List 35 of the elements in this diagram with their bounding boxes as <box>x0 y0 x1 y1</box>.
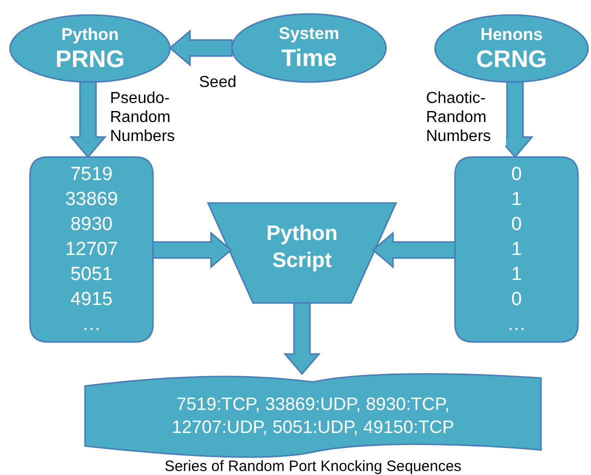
number-list-box <box>30 157 153 342</box>
list-number: 0 <box>511 213 522 237</box>
caption-text: Series of Random Port Knocking Sequences <box>164 458 462 475</box>
block-arrow <box>168 29 233 67</box>
list-number: 33869 <box>65 188 118 212</box>
sequence-text: 7519:TCP, 33869:UDP, 8930:TCP, 12707:UDP, 5051:UDP, 49150:TCP <box>170 393 456 439</box>
node-label: PRNG <box>55 46 125 74</box>
block-arrow <box>152 231 232 269</box>
node-label: CRNG <box>476 46 547 74</box>
list-number: 1 <box>511 188 522 212</box>
list-number: 5051 <box>70 263 113 287</box>
list-number: 0 <box>511 288 522 312</box>
list-number: 1 <box>511 263 522 287</box>
list-number: … <box>82 313 101 337</box>
ellipse-node <box>435 15 588 82</box>
block-arrow <box>69 81 107 158</box>
node-label: Henons <box>480 24 543 46</box>
list-number: 7519 <box>70 163 113 187</box>
ellipse-node <box>10 15 170 82</box>
list-number: 4915 <box>70 288 113 312</box>
node-label: Time <box>281 45 337 73</box>
wave-banner <box>85 374 541 458</box>
node-label: Python <box>61 24 119 46</box>
block-arrow <box>372 231 456 269</box>
list-number: … <box>507 313 526 337</box>
trapezoid-node <box>208 203 396 303</box>
list-number: 0 <box>511 163 522 187</box>
list-number: 1 <box>511 238 522 262</box>
node-label: Python Script <box>265 221 339 274</box>
edge-label: Chaotic-Random Numbers <box>426 89 506 146</box>
node-label: System <box>278 23 340 45</box>
number-list-box <box>455 157 578 342</box>
list-number: 8930 <box>70 213 113 237</box>
block-arrow <box>283 302 321 376</box>
list-number: 12707 <box>65 238 118 262</box>
